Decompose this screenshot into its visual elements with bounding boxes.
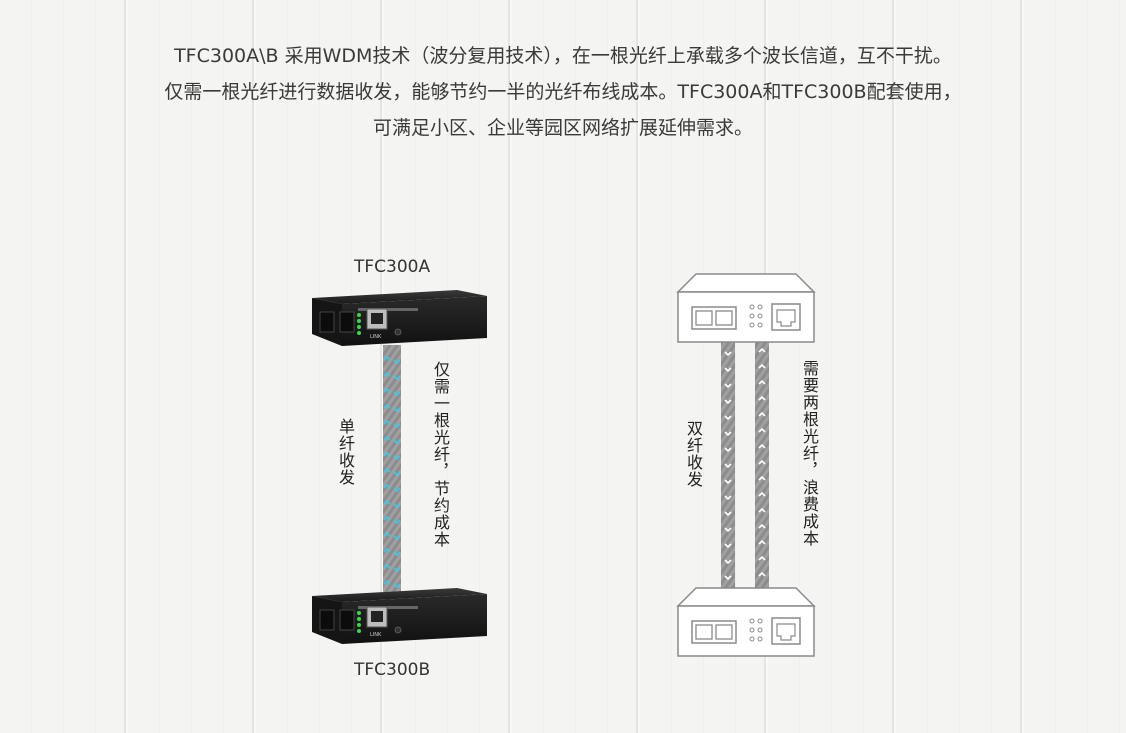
signal-chevron-icon bbox=[393, 407, 401, 413]
signal-chevron-icon bbox=[724, 527, 732, 533]
dual-direction-signal-icons bbox=[724, 347, 766, 581]
signal-chevron-icon bbox=[758, 523, 766, 529]
signal-chevron-icon bbox=[724, 415, 732, 421]
signal-chevron-icon bbox=[724, 463, 732, 469]
signal-chevron-icon bbox=[758, 443, 766, 449]
bidirectional-signal-icons bbox=[383, 355, 401, 589]
signal-chevron-icon bbox=[758, 475, 766, 481]
model-label-tfc300b: TFC300B bbox=[354, 660, 431, 680]
signal-chevron-icon bbox=[758, 395, 766, 401]
signal-chevron-icon bbox=[393, 359, 401, 365]
signal-chevron-icon bbox=[383, 531, 391, 537]
signal-chevron-icon bbox=[758, 459, 766, 465]
single-fiber-note: 仅需一根光纤，节约成本 bbox=[431, 361, 450, 548]
signal-chevron-icon bbox=[724, 447, 732, 453]
intro-line-1: TFC300A\B 采用WDM技术（波分复用技术），在一根光纤上承载多个波长信道… bbox=[174, 45, 952, 67]
signal-chevron-icon bbox=[724, 479, 732, 485]
tfc300b-device-image bbox=[311, 587, 488, 645]
signal-chevron-icon bbox=[393, 503, 401, 509]
dual-fiber-device-top-image bbox=[677, 273, 815, 343]
signal-chevron-icon bbox=[724, 495, 732, 501]
signal-chevron-icon bbox=[383, 483, 391, 489]
signal-chevron-icon bbox=[724, 431, 732, 437]
signal-chevron-icon bbox=[758, 379, 766, 385]
signal-chevron-icon bbox=[724, 351, 732, 357]
signal-chevron-icon bbox=[383, 579, 391, 585]
signal-chevron-icon bbox=[383, 563, 391, 569]
signal-chevron-icon bbox=[724, 559, 732, 565]
signal-chevron-icon bbox=[393, 423, 401, 429]
signal-chevron-icon bbox=[758, 411, 766, 417]
signal-chevron-icon bbox=[383, 355, 391, 361]
signal-chevron-icon bbox=[758, 363, 766, 369]
signal-chevron-icon bbox=[383, 467, 391, 473]
signal-chevron-icon bbox=[393, 535, 401, 541]
signal-chevron-icon bbox=[383, 403, 391, 409]
intro-text: TFC300A\B 采用WDM技术（波分复用技术），在一根光纤上承载多个波长信道… bbox=[0, 38, 1126, 146]
signal-chevron-icon bbox=[758, 427, 766, 433]
signal-chevron-icon bbox=[393, 439, 401, 445]
tfc300a-device-image bbox=[311, 289, 488, 347]
signal-chevron-icon bbox=[393, 391, 401, 397]
signal-chevron-icon bbox=[393, 519, 401, 525]
intro-line-2: 仅需一根光纤进行数据收发，能够节约一半的光纤布线成本。TFC300A和TFC30… bbox=[164, 81, 962, 103]
signal-chevron-icon bbox=[393, 455, 401, 461]
signal-chevron-icon bbox=[758, 507, 766, 513]
signal-chevron-icon bbox=[383, 451, 391, 457]
signal-chevron-icon bbox=[724, 511, 732, 517]
signal-chevron-icon bbox=[758, 555, 766, 561]
signal-chevron-icon bbox=[724, 543, 732, 549]
signal-chevron-icon bbox=[393, 551, 401, 557]
signal-chevron-icon bbox=[393, 471, 401, 477]
dual-fiber-cable-2 bbox=[755, 342, 769, 590]
dual-fiber-note: 需要两根光纤，浪费成本 bbox=[800, 360, 819, 547]
model-label-tfc300a: TFC300A bbox=[354, 257, 431, 277]
signal-chevron-icon bbox=[393, 583, 401, 589]
signal-chevron-icon bbox=[724, 399, 732, 405]
signal-chevron-icon bbox=[383, 387, 391, 393]
signal-chevron-icon bbox=[758, 347, 766, 353]
signal-chevron-icon bbox=[383, 435, 391, 441]
intro-line-3: 可满足小区、企业等园区网络扩展延伸需求。 bbox=[372, 117, 753, 139]
signal-chevron-icon bbox=[758, 491, 766, 497]
signal-chevron-icon bbox=[383, 371, 391, 377]
signal-chevron-icon bbox=[383, 547, 391, 553]
signal-chevron-icon bbox=[724, 575, 732, 581]
signal-chevron-icon bbox=[383, 499, 391, 505]
signal-chevron-icon bbox=[724, 383, 732, 389]
signal-chevron-icon bbox=[758, 571, 766, 577]
signal-chevron-icon bbox=[724, 367, 732, 373]
dual-fiber-label: 双纤收发 bbox=[684, 420, 703, 488]
signal-chevron-icon bbox=[758, 539, 766, 545]
signal-chevron-icon bbox=[383, 419, 391, 425]
signal-chevron-icon bbox=[393, 487, 401, 493]
signal-chevron-icon bbox=[393, 375, 401, 381]
single-fiber-label: 单纤收发 bbox=[336, 418, 355, 486]
signal-chevron-icon bbox=[383, 515, 391, 521]
dual-fiber-device-bottom-image bbox=[677, 587, 815, 657]
signal-chevron-icon bbox=[393, 567, 401, 573]
